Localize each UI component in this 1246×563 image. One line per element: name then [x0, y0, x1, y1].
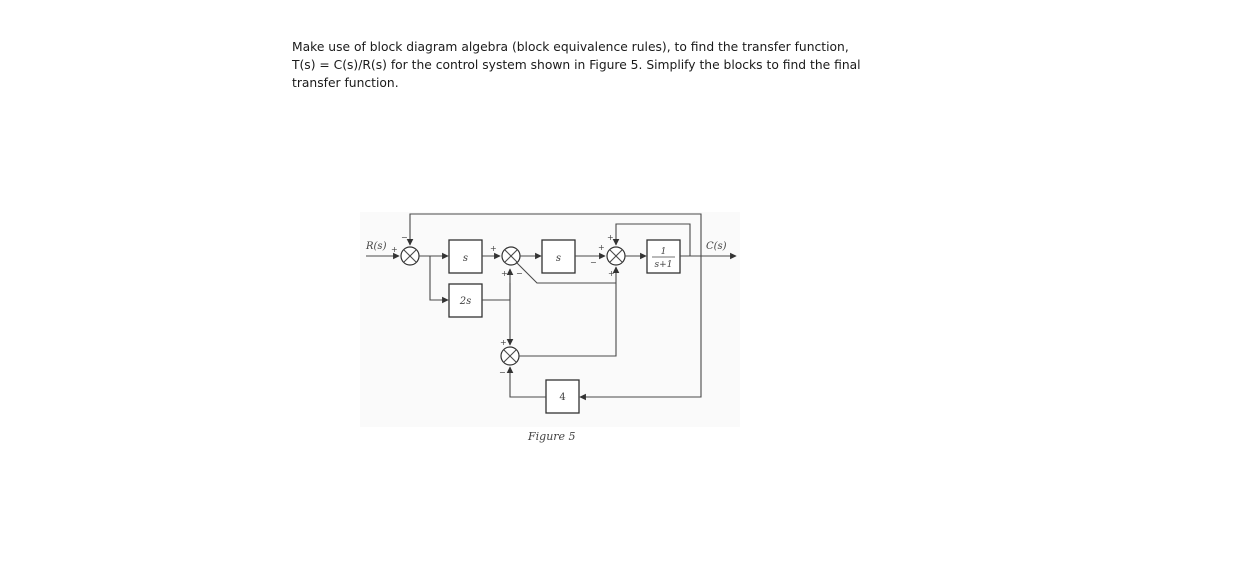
- summing-junction-1: [400, 246, 420, 266]
- sign-sj3-top-plus: +: [607, 233, 614, 242]
- sign-sj1-minus: −: [401, 233, 408, 242]
- sign-sj1-plus: +: [391, 245, 398, 254]
- block-transfer-num: 1: [661, 247, 667, 257]
- line-sj4-to-sj3: [519, 266, 620, 357]
- sign-sj4-minus: −: [499, 368, 506, 377]
- block-2s-label: 2s: [459, 296, 472, 307]
- block-s-1-label: s: [463, 253, 468, 264]
- question-text: Make use of block diagram algebra (block…: [292, 38, 892, 92]
- block-4-label: 4: [559, 392, 565, 403]
- summing-junction-2: [501, 246, 521, 266]
- question-line-1: Make use of block diagram algebra (block…: [292, 40, 849, 54]
- question-line-2: T(s) = C(s)/R(s) for the control system …: [292, 58, 861, 72]
- line-to-2s: [429, 256, 449, 304]
- sign-sj3-bottom-plus: +: [608, 269, 615, 278]
- sign-sj2-bottom-minus: −: [516, 269, 523, 278]
- line-sj2-diagonal: [515, 261, 616, 284]
- line-to-block-4: [579, 256, 702, 401]
- block-transfer-den: s+1: [655, 260, 673, 270]
- block-s-2: [541, 239, 576, 274]
- line-block-4-to-sj4: [506, 366, 546, 398]
- question-line-3: transfer function.: [292, 76, 399, 90]
- sign-sj3-plus-left: +: [598, 243, 605, 252]
- input-label: R(s): [365, 241, 387, 252]
- block-s-1: [448, 239, 483, 274]
- sign-sj3-minus-left: −: [590, 258, 597, 267]
- block-4: [545, 379, 580, 414]
- block-s-2-label: s: [556, 253, 561, 264]
- sign-sj4-plus: +: [500, 338, 507, 347]
- outer-feedback-line: [406, 213, 702, 256]
- sign-sj2-bottom-plus: +: [501, 269, 508, 278]
- summing-junction-4: [500, 346, 520, 366]
- figure-caption: Figure 5: [527, 430, 576, 443]
- summing-junction-3: [606, 246, 626, 266]
- sign-sj2-plus: +: [490, 244, 497, 253]
- output-label: C(s): [706, 241, 727, 252]
